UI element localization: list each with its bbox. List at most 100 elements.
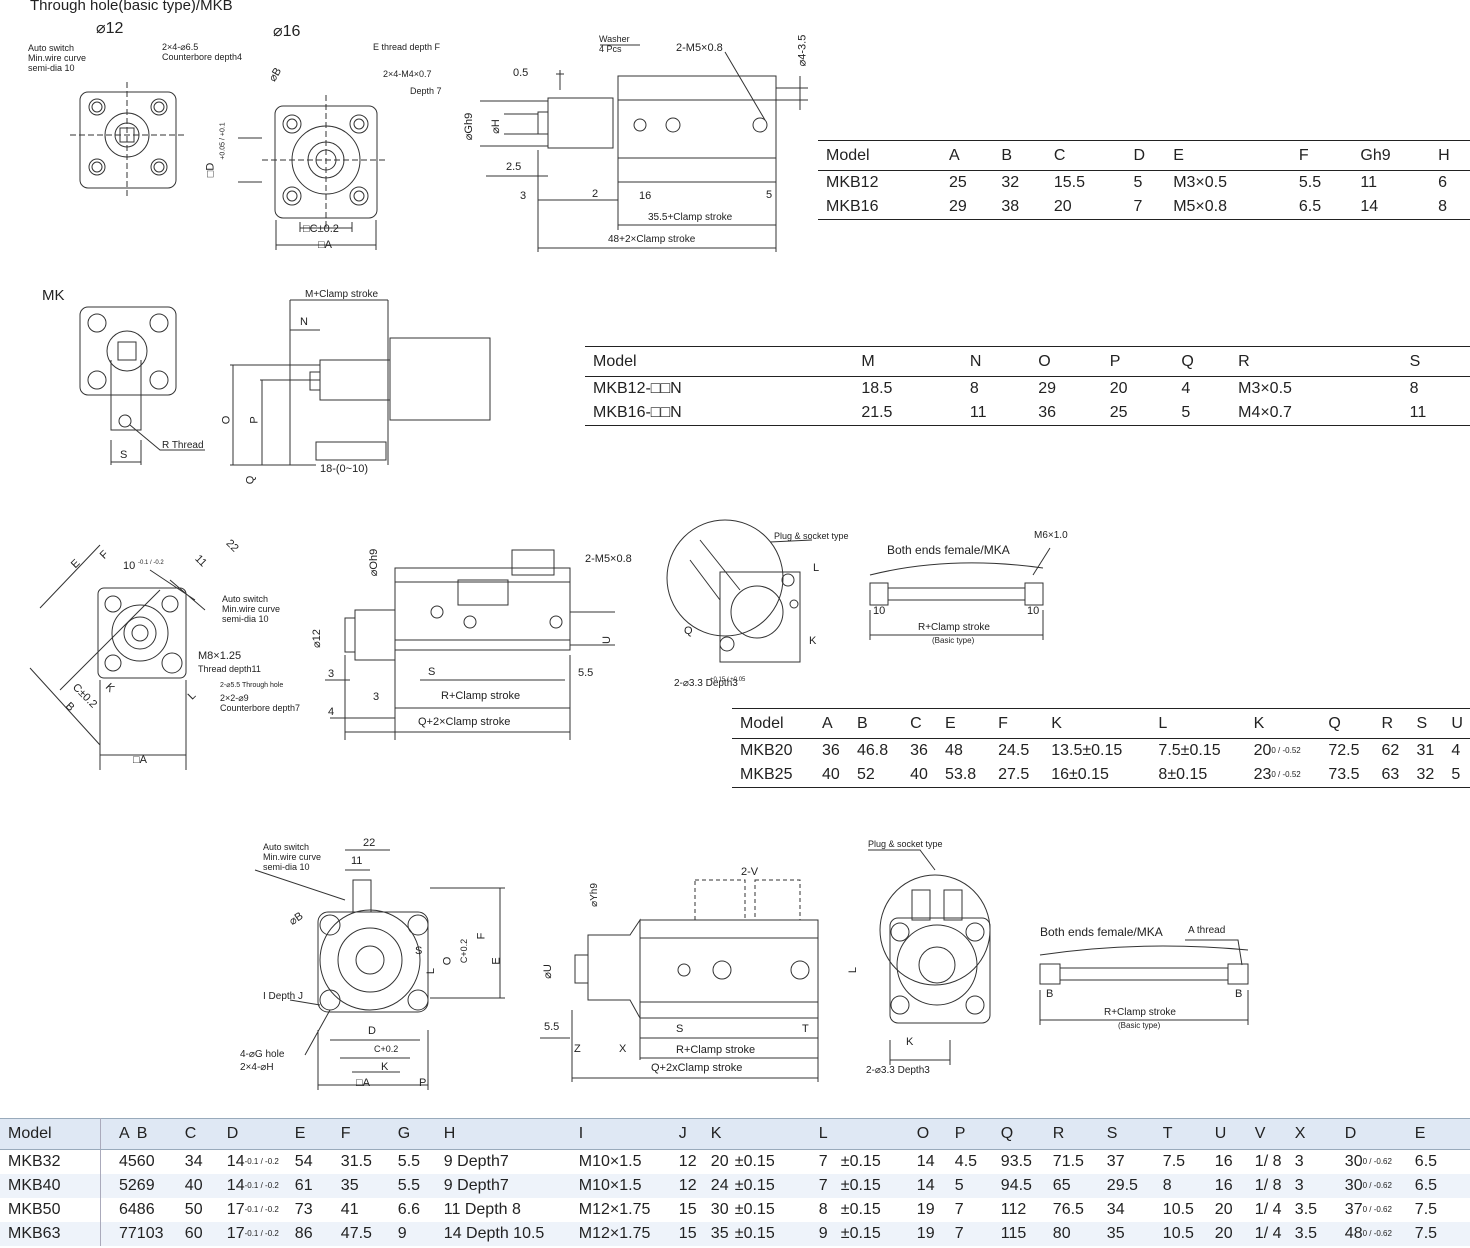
cell-value: 17 [226,1201,245,1218]
d22-label-2: 22 [363,837,376,849]
cell: 3 [1294,1153,1304,1170]
s-label-2: S [428,666,436,678]
hole-text: 2×4-⌀6.5 [162,42,199,52]
cell: 30 [710,1201,729,1218]
e-thread-label: E thread depth F [373,42,441,52]
cell: 230 / -0.52 [1245,763,1321,788]
d2-tolerance: 0 / -0.62 [1362,1228,1392,1238]
d-tol-value: +0.05 / +0.1 [219,122,227,160]
cell: 47.5 [340,1222,398,1246]
cell-value: 20 [1253,742,1272,759]
t-label: T [802,1023,809,1035]
basic-type-label: (Basic type) [932,636,975,645]
r-clamp2-label-2: R+Clamp stroke [1104,1007,1176,1018]
m6-label: M6×1.0 [1034,530,1068,541]
cell: 9 Depth7 [443,1174,579,1198]
yh9-label: ⌀Yh9 [588,883,600,907]
cell: 9 [818,1222,841,1246]
col-header: N [961,346,1031,377]
thread11-label: Thread depth11 [198,664,261,674]
cell: 7 [954,1201,964,1218]
cell: 64 [119,1201,137,1218]
col-header: Model [585,346,854,377]
d2-tolerance: 0 / -0.62 [1362,1180,1392,1190]
table-row: MKB12 25 32 15.5 5 M3×0.5 5.5 11 6 [818,171,1470,196]
cell-model: MKB50 [0,1198,101,1222]
cell: 63 [1373,763,1409,788]
cell: 32 [1408,763,1444,788]
col-header: E [1165,140,1291,171]
cell: MKB16 [818,195,941,220]
cell: 35 [710,1222,735,1246]
cell: 11 [1401,401,1470,426]
cell: M10×1.5 [578,1174,679,1198]
stroke18-label: 18-(0~10) [320,463,369,475]
q-clamp-label-2: Q+2xClamp stroke [651,1062,743,1074]
col-header: F [1290,140,1353,171]
cell: 54 [294,1153,313,1170]
table-row: MKB12-□□N 18.5 8 29 20 4 M3×0.5 8 [585,377,1470,402]
cell: 11 [961,401,1031,426]
cell-value: 30 [1344,1177,1363,1194]
depth7-label: Depth 7 [410,86,442,96]
table-row: MKB16-□□N 21.5 11 36 25 5 M4×0.7 11 [585,401,1470,426]
cell: 29 [940,195,994,220]
cell: 7 [818,1174,841,1198]
ten-tol-label: 10 [123,560,136,572]
col-header [840,1118,917,1150]
min-wire-text: Min.wire curve [263,852,322,862]
mka-rod-mkb20 [869,547,1051,640]
cell: 60 [184,1222,227,1246]
cell-value: 17 [226,1225,245,1242]
l-label-4: L [425,967,438,975]
cell: 3.5 [1294,1222,1345,1246]
plug-label: Plug & socket type [774,531,849,541]
col-header: D [1344,1118,1415,1150]
col-header: Model [732,708,814,739]
col-header [734,1118,819,1150]
cell: 40 [184,1174,227,1198]
col-header: D [1125,140,1166,171]
cell: 14 [916,1174,955,1198]
cell-model: MKB32 [0,1149,101,1174]
cell: ±0.15 [840,1222,917,1246]
cell: 60 [136,1153,155,1170]
s-label-4: S [676,1023,684,1035]
k-tolerance: 0 / -0.52 [1271,745,1301,755]
cell: 32 [1001,174,1020,191]
d2-tolerance: 0 / -0.62 [1362,1204,1392,1214]
o-label: O [220,415,233,425]
m-clamp-label: M+Clamp stroke [305,289,379,300]
cell: 94.5 [1000,1174,1053,1198]
g-hole-label: 4-⌀G hole [240,1049,285,1060]
semi-dia-text: semi-dia 10 [222,614,269,624]
cell: 5.5 [1298,174,1322,191]
cell: ±0.15 [734,1174,819,1198]
cb9-label: 2×2-⌀9 [220,693,249,703]
e-label-2: E [490,957,503,965]
cell: MKB12 [826,174,879,191]
col-header: X [1294,1118,1345,1150]
cell: ±0.15 [840,1153,881,1170]
d11-label-2: 11 [351,855,363,867]
dim-3a: 3 [328,668,335,680]
cell: 20 [710,1153,729,1170]
table-row: MKB40 52 69 40 14-0.1 / -0.2 61 35 5.5 9… [0,1174,1470,1198]
cell: 16 [1214,1153,1233,1170]
cell: 41 [340,1201,359,1218]
front-view-16 [238,95,388,250]
col-header: S [1106,1118,1163,1150]
cell-value: 48 [1344,1225,1363,1242]
s-label-3: S [415,945,423,957]
cell: 14-0.1 / -0.2 [226,1174,295,1198]
cell: 20 [1214,1222,1255,1246]
cell: ±0.15 [734,1201,775,1218]
m8-label: M8×1.25 [198,650,242,662]
cell: 27.5 [990,763,1044,788]
cell: 14 [916,1153,935,1170]
cell: 20 [1045,195,1126,220]
table-row: MKB32 45 60 34 14-0.1 / -0.2 54 31.5 5.5… [0,1149,1470,1174]
front-view-12 [70,82,186,198]
cell: 5 [1443,763,1470,788]
cell: M12×1.75 [578,1222,679,1246]
